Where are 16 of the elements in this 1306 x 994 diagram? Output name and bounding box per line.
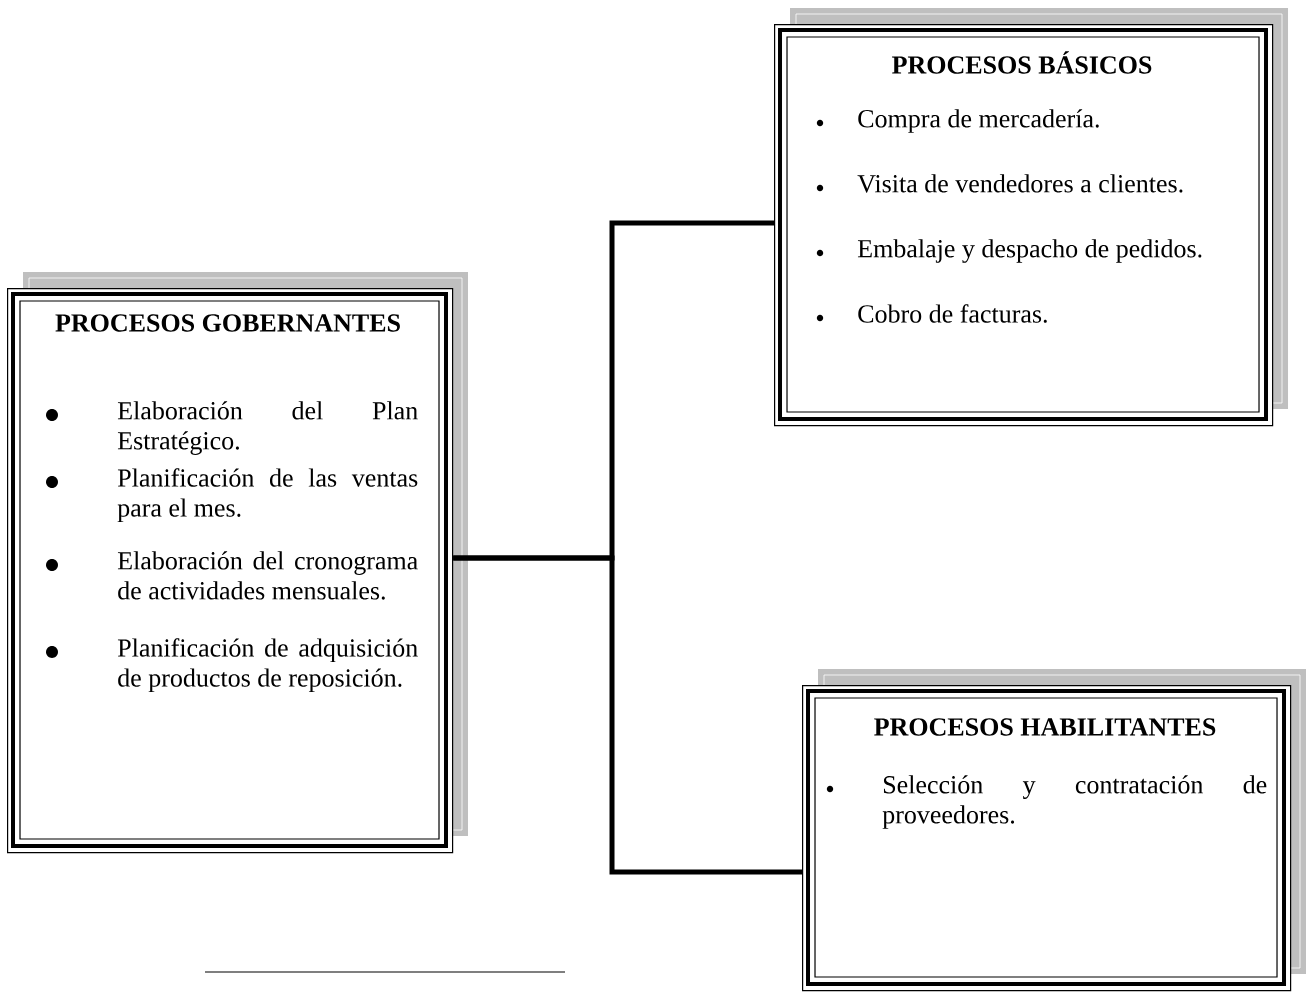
bullet-item: Cobro de facturas.: [858, 304, 1047, 323]
process-box: [7, 272, 468, 854]
bullet-item: Elaboración del cronograma de actividades mensuales.: [117, 551, 418, 600]
bullet-item: Selección y contratación de proveedores.: [882, 775, 1267, 829]
box-heading: PROCESOS HABILITANTES: [874, 718, 1216, 736]
bullet-item: Elaboración del Plan Estratégico.: [117, 401, 418, 455]
process-box: [802, 669, 1306, 992]
bullet-item: Embalaje y despacho de pedidos.: [857, 239, 1202, 263]
bullet-item: Visita de vendedores a clientes.: [857, 174, 1183, 193]
process-box: [774, 8, 1288, 427]
bullet-item: Compra de mercadería.: [858, 109, 1099, 133]
bullet-item: Planificación de las ventas para el mes.: [117, 468, 418, 523]
bullet-item: Planificación de adquisición de productos de reposición.: [117, 638, 418, 693]
box-heading: PROCESOS GOBERNANTES: [55, 314, 400, 332]
connector-line: [453, 555, 802, 875]
box-heading: PROCESOS BÁSICOS: [892, 51, 1152, 74]
